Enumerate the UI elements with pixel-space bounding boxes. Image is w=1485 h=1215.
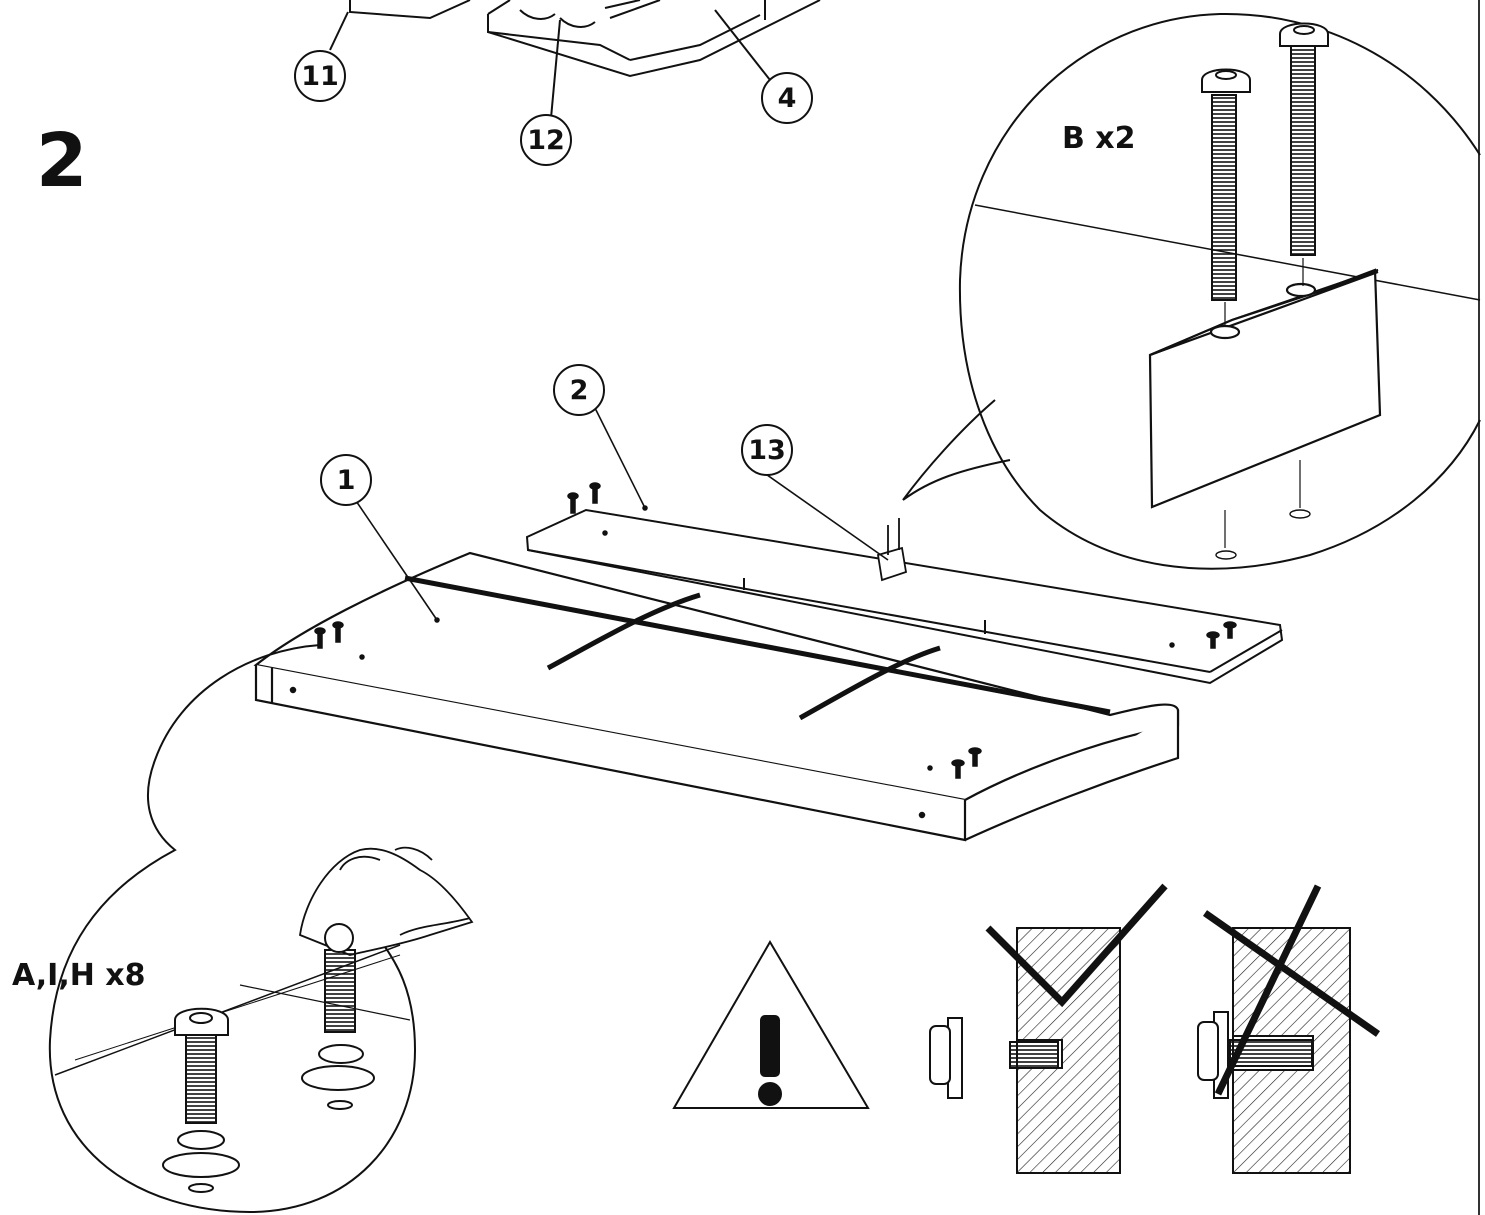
bracket-part-13 — [876, 518, 908, 582]
bolt-detail-quantity: B x2 — [1062, 121, 1136, 156]
callout-part-4: 4 — [761, 72, 813, 124]
screw-set-left — [162, 1007, 240, 1193]
incorrect-depth-illustration — [1197, 884, 1381, 1174]
callout-part-13: 13 — [741, 424, 793, 476]
panel-hardware — [289, 482, 1237, 819]
leader-lines — [351, 401, 889, 621]
callout-part-11: 11 — [294, 50, 346, 102]
long-bolt-right — [1224, 22, 1329, 325]
panel-seams — [404, 575, 1111, 721]
screw-set-right — [301, 923, 375, 1110]
callout-part-2: 2 — [553, 364, 605, 416]
step-number: 2 — [36, 118, 88, 204]
long-bolt-left — [1201, 68, 1251, 301]
callout-part-1: 1 — [320, 454, 372, 506]
callout-part-12: 12 — [520, 114, 572, 166]
rear-rail-part-2 — [525, 508, 1284, 685]
previous-step-parts — [329, 0, 821, 119]
screw-detail-quantity: A,I,H x8 — [12, 958, 146, 993]
correct-depth-illustration — [929, 883, 1168, 1174]
main-panel-part-1 — [253, 551, 1180, 842]
warning-triangle — [672, 940, 870, 1109]
wood-block-detail — [1148, 268, 1382, 560]
page-frame-edge — [1478, 0, 1480, 1215]
